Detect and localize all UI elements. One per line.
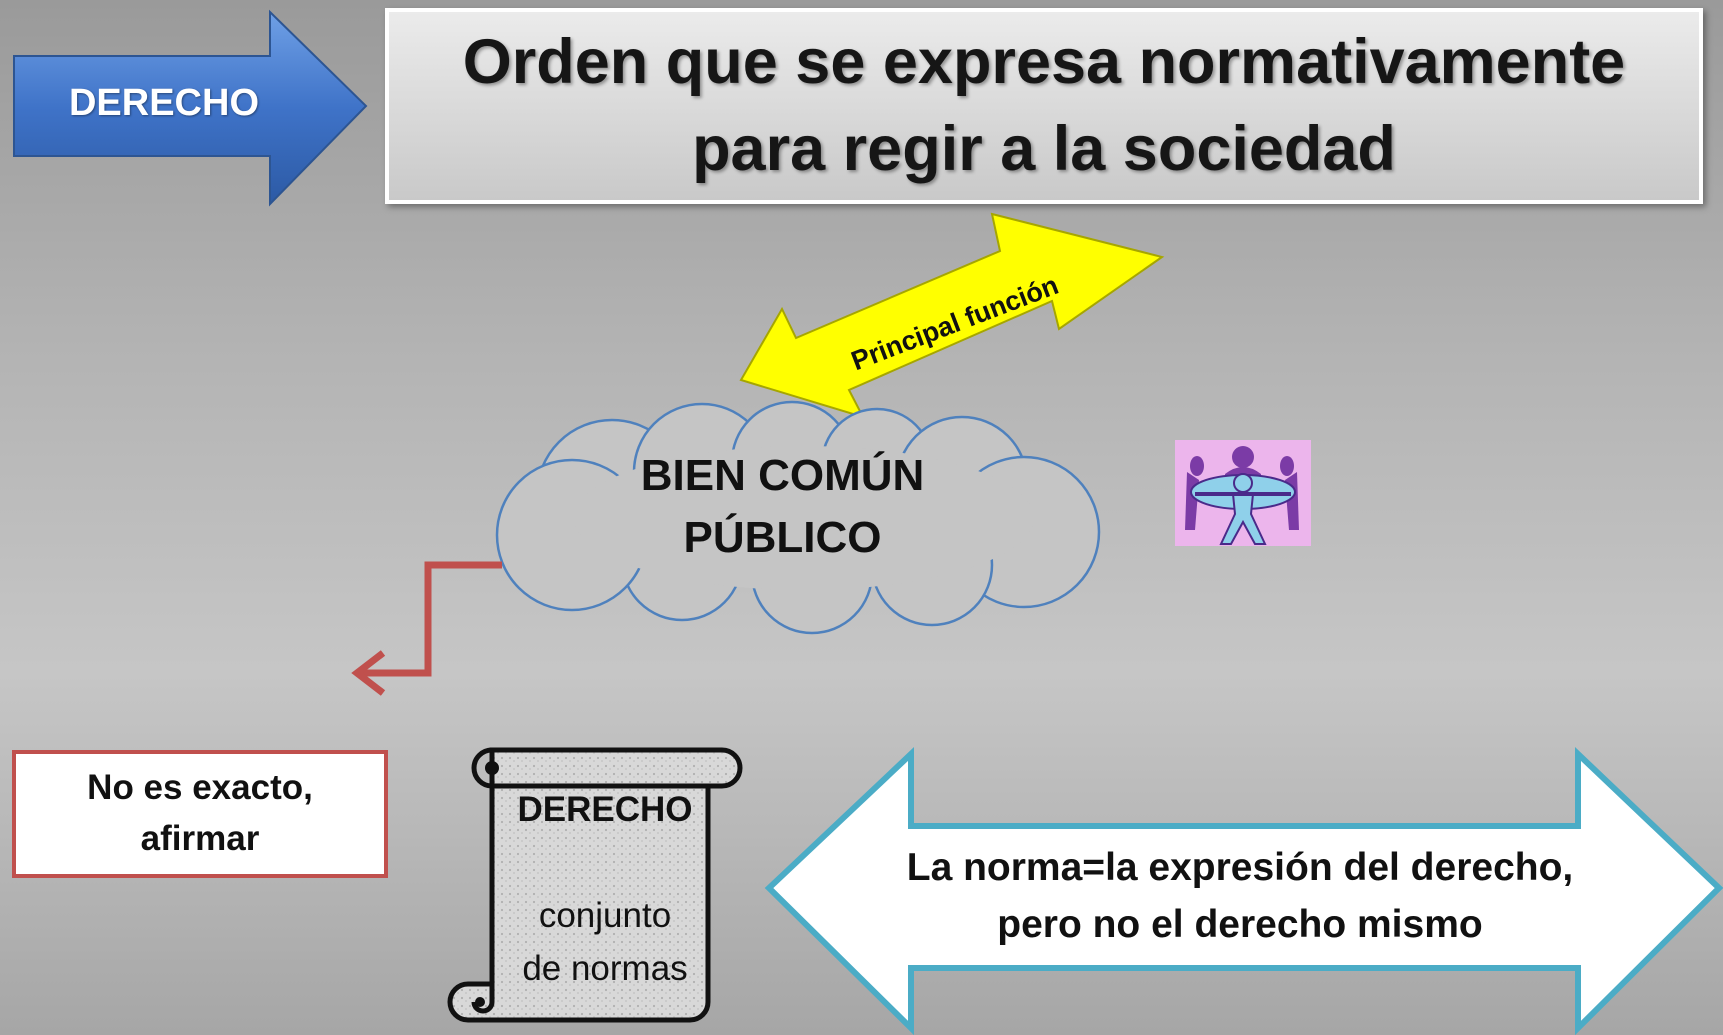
- cloud-line-2: PÚBLICO: [683, 512, 882, 562]
- scroll-title: DERECHO: [517, 790, 693, 829]
- people-around-table-icon: [1175, 440, 1311, 546]
- note-line-2: afirmar: [140, 819, 260, 858]
- norma-text: La norma=la expresión del derecho, pero …: [860, 840, 1620, 953]
- norma-line-1: La norma=la expresión del derecho,: [906, 846, 1574, 889]
- derecho-block-arrow: [13, 9, 368, 207]
- bien-comun-text: BIEN COMÚN PÚBLICO: [595, 445, 970, 568]
- cloud-line-1: BIEN COMÚN: [640, 451, 925, 500]
- derecho-arrow-label: DERECHO: [68, 82, 260, 124]
- derecho-scroll-shape: [447, 747, 743, 1023]
- definition-title-box: Orden que se expresa normativamente para…: [385, 8, 1703, 204]
- scroll-line-2: de normas: [522, 948, 688, 988]
- principal-funcion-double-arrow: [739, 212, 1165, 419]
- elbow-connector-arrow: [351, 561, 502, 696]
- scroll-line-1: conjunto: [538, 896, 672, 935]
- scroll-body: conjunto de normas: [490, 890, 720, 995]
- norma-line-2: pero no el derecho mismo: [997, 902, 1483, 946]
- title-line-1: Orden que se expresa normativamente: [462, 27, 1626, 98]
- norma-double-arrow: [764, 747, 1723, 1035]
- bien-comun-cloud-shape: [495, 400, 1101, 635]
- note-line-1: No es exacto,: [87, 768, 313, 808]
- no-es-exacto-box: No es exacto, afirmar: [12, 750, 388, 878]
- title-line-2: para regir a la sociedad: [692, 114, 1396, 184]
